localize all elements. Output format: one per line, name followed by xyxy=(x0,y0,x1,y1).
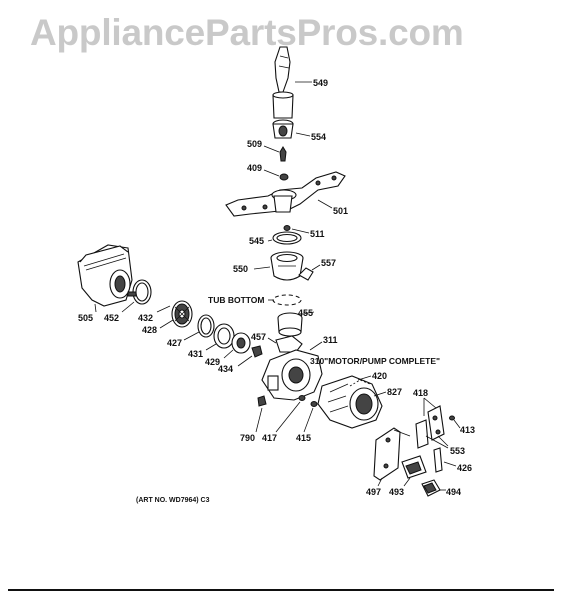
screw-part xyxy=(257,395,267,407)
part-label-432: 432 xyxy=(138,313,153,323)
part-label-457: 457 xyxy=(251,332,266,342)
part-label-429: 429 xyxy=(205,357,220,367)
part-label-497: 497 xyxy=(366,487,381,497)
part-label-415: 415 xyxy=(296,433,311,443)
part-label-409: 409 xyxy=(247,163,262,173)
pin-part xyxy=(279,146,287,162)
watermark: AppliancePartsPros.com xyxy=(30,12,464,53)
washer-part-415 xyxy=(310,401,318,407)
solenoid-part xyxy=(401,455,427,479)
impeller-part xyxy=(171,300,193,328)
part-label-426: 426 xyxy=(457,463,472,473)
part-label-557: 557 xyxy=(321,258,336,268)
motor-bracket-part xyxy=(415,405,445,449)
part-label-493: 493 xyxy=(389,487,404,497)
part-label-455-visible: 455 xyxy=(298,308,313,318)
part-label-311: 311 xyxy=(323,335,338,345)
wear-ring-part xyxy=(197,314,215,338)
coupling-part xyxy=(277,312,303,337)
part-label-431: 431 xyxy=(188,349,203,359)
hose-clamp-part xyxy=(127,279,152,305)
washer-part xyxy=(279,173,289,181)
spray-arm-part xyxy=(225,171,346,217)
part-label-417: 417 xyxy=(262,433,277,443)
part-label-554: 554 xyxy=(311,132,326,142)
motor-pump-note: 310"MOTOR/PUMP COMPLETE" xyxy=(310,356,440,366)
clamp-part xyxy=(298,267,314,281)
part-label-790: 790 xyxy=(240,433,255,443)
screw-part-413 xyxy=(449,415,455,421)
art-number: (ART NO. WD7964) C3 xyxy=(136,497,210,504)
tub-bottom-ring xyxy=(272,294,302,306)
mounting-plate-part xyxy=(373,427,411,481)
nut-part xyxy=(251,345,263,358)
spring-part xyxy=(433,447,443,473)
part-label-501: 501 xyxy=(333,206,348,216)
spray-tower-part xyxy=(272,46,294,119)
part-label-427: 427 xyxy=(167,338,182,348)
motor-part xyxy=(317,375,383,429)
clip-part xyxy=(283,225,291,231)
part-label-418: 418 xyxy=(413,388,428,398)
part-label-550: 550 xyxy=(233,264,248,274)
pump-impeller-housing-part xyxy=(231,332,251,354)
part-label-505: 505 xyxy=(78,313,93,323)
seal-part xyxy=(275,335,303,353)
tower-nut-part xyxy=(272,119,294,139)
part-label-452: 452 xyxy=(104,313,119,323)
part-label-511: 511 xyxy=(310,229,325,239)
part-label-494: 494 xyxy=(446,487,461,497)
part-label-420: 420 xyxy=(372,371,387,381)
part-label-545: 545 xyxy=(249,236,264,246)
part-label-509: 509 xyxy=(247,139,262,149)
part-label-549: 549 xyxy=(313,78,328,88)
strainer-part xyxy=(270,251,304,281)
pump-housing-part xyxy=(77,244,133,307)
part-label-434: 434 xyxy=(218,364,233,374)
part-label-553: 553 xyxy=(450,446,465,456)
tub-bottom-note: TUB BOTTOM xyxy=(208,295,265,305)
part-label-428: 428 xyxy=(142,325,157,335)
pump-body-part xyxy=(261,349,323,401)
washer-part-417 xyxy=(298,395,306,401)
pump-cover-part xyxy=(213,323,235,349)
part-label-827: 827 xyxy=(387,387,402,397)
part-label-413: 413 xyxy=(460,425,475,435)
